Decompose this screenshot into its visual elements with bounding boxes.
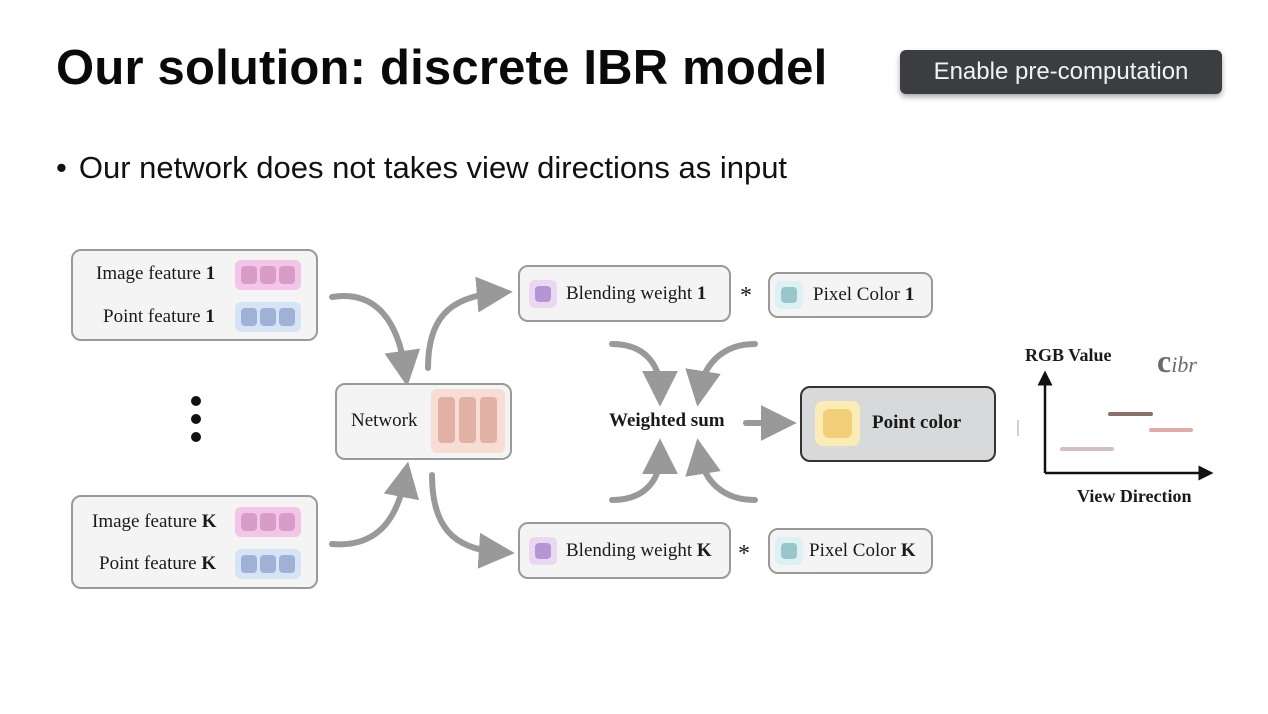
pixel-color-1-label: Pixel Color 1 xyxy=(813,284,915,305)
network-layer-bar xyxy=(438,397,455,443)
arrow-network-to-blendk xyxy=(429,472,515,569)
c-ibr-main: c xyxy=(1157,343,1172,379)
blending-weight-square xyxy=(535,286,551,302)
arrow-network-to-blend1 xyxy=(425,276,513,371)
point-feature-square xyxy=(260,308,276,326)
bullet-text: Our network does not takes view directio… xyxy=(78,150,788,185)
pixel-color-square xyxy=(781,287,797,303)
network-layer-bar xyxy=(480,397,497,443)
ellipsis-dot xyxy=(191,432,201,442)
point-feature-square xyxy=(279,555,295,573)
point-color-label: Point color xyxy=(872,412,962,433)
image-feature-square xyxy=(260,513,276,531)
image-feature-square xyxy=(279,266,295,284)
arrow-blend1-to-sum xyxy=(609,341,678,407)
blending-weight-1-label: Blending weight 1 xyxy=(566,283,707,304)
arrow-pixelk-to-sum xyxy=(685,438,758,503)
network-label: Network xyxy=(351,410,418,431)
blending-weight-square xyxy=(535,543,551,559)
image-feature-square xyxy=(241,266,257,284)
point-feature-square xyxy=(260,555,276,573)
image-feature-square xyxy=(260,266,276,284)
network-layer-bar xyxy=(459,397,476,443)
bullet-point: • Our network does not takes view directi… xyxy=(56,150,787,186)
c-ibr-sub: ibr xyxy=(1171,352,1197,377)
point-feature-square xyxy=(279,308,295,326)
slide-title: Our solution: discrete IBR model xyxy=(56,41,828,95)
pixel-color-square xyxy=(781,543,797,559)
ellipsis-dot xyxy=(191,396,201,406)
weighted-sum-label: Weighted sum xyxy=(609,410,725,431)
image-feature-square xyxy=(241,513,257,531)
arrow-featurek-to-network xyxy=(329,461,420,548)
arrow-feature1-to-network xyxy=(329,293,421,387)
arrow-pixel1-to-sum xyxy=(685,341,758,407)
point-feature-square xyxy=(241,555,257,573)
point-color-square xyxy=(823,409,852,438)
point-feature-k-label: Point feature K xyxy=(99,553,217,574)
plot-y-label: RGB Value xyxy=(1025,345,1112,365)
plot-x-label: View Direction xyxy=(1077,486,1192,506)
point-feature-square xyxy=(241,308,257,326)
multiply-symbol-k: * xyxy=(738,541,750,567)
blending-weight-k-label: Blending weight K xyxy=(566,540,712,561)
point-feature-1-label: Point feature 1 xyxy=(103,306,215,327)
image-feature-1-label: Image feature 1 xyxy=(96,263,216,284)
image-feature-square xyxy=(279,513,295,531)
pixel-color-k-label: Pixel Color K xyxy=(809,540,916,561)
multiply-symbol-1: * xyxy=(740,283,752,309)
bullet-marker: • xyxy=(56,150,67,185)
c-ibr-symbol: cibr xyxy=(1157,343,1197,380)
rgb-view-plot xyxy=(1017,370,1214,481)
badge-label: Enable pre-computation xyxy=(933,58,1189,85)
ellipsis-dot xyxy=(191,414,201,424)
image-feature-k-label: Image feature K xyxy=(92,511,217,532)
pre-computation-badge: Enable pre-computation xyxy=(900,50,1222,94)
arrow-blendk-to-sum xyxy=(609,438,678,503)
